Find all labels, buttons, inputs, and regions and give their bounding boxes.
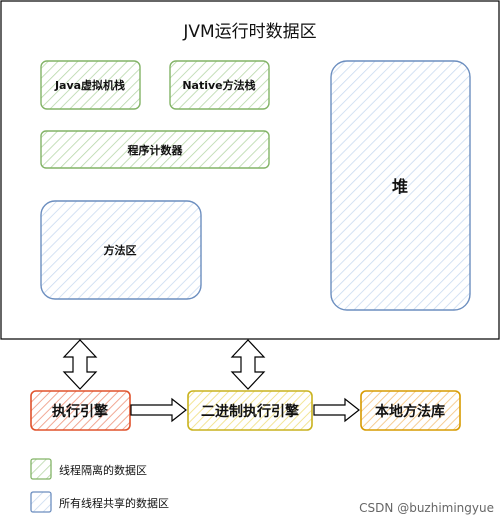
pc-register-label: 程序计数器 [128,143,184,157]
native-stack-label: Native方法栈 [182,78,255,92]
java-stack-label: Java虚拟机栈 [54,78,125,92]
legend-thread-private-label: 线程隔离的数据区 [59,463,147,477]
heap-label: 堆 [392,177,408,196]
binary-engine-label: 二进制执行引擎 [201,403,299,420]
native-library-box: 本地方法库 [360,390,461,431]
binary-engine-box: 二进制执行引擎 [187,390,313,431]
watermark: CSDN @buzhimingyue [359,501,494,515]
heap-box: 堆 [330,60,471,311]
native-library-label: 本地方法库 [375,403,445,420]
legend-thread-shared: 所有线程共享的数据区 [30,491,169,513]
legend-blue-swatch [30,491,52,513]
execution-engine-label: 执行引擎 [52,403,108,420]
legend-green-swatch [30,458,52,480]
legend-thread-shared-label: 所有线程共享的数据区 [59,496,169,510]
diagram-title: JVM运行时数据区 [182,22,316,42]
method-area-label: 方法区 [104,243,137,257]
legend-thread-private: 线程隔离的数据区 [30,458,147,480]
double-arrow-middle [230,339,266,390]
arrow-binary-to-native-lib [313,397,360,423]
arrow-exec-to-binary [130,397,187,423]
native-stack-box: Native方法栈 [169,60,270,110]
java-stack-box: Java虚拟机栈 [40,60,141,110]
method-area-box: 方法区 [40,200,202,300]
pc-register-box: 程序计数器 [40,130,270,169]
double-arrow-left [62,339,98,390]
execution-engine-box: 执行引擎 [30,390,131,431]
